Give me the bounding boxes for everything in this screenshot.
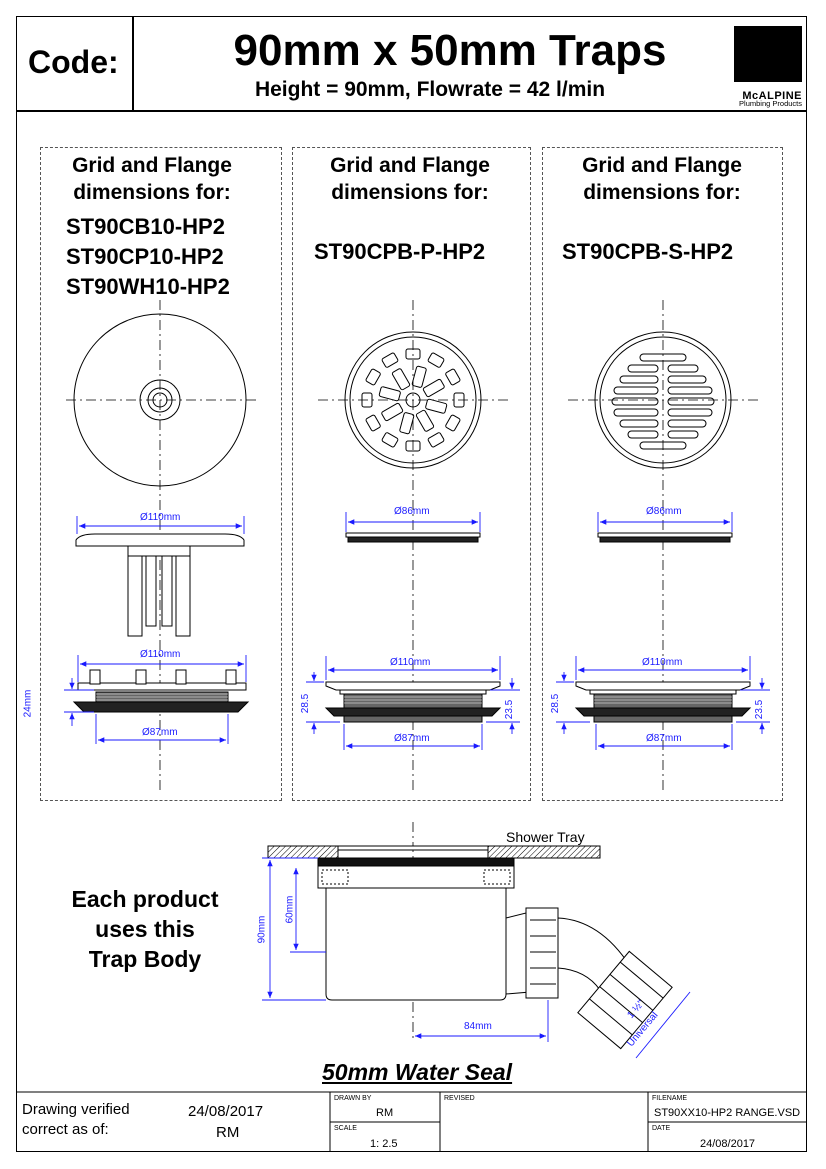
trap-outlet-offset: 84mm	[464, 1021, 492, 1032]
trap-height-inner: 60mm	[284, 895, 296, 924]
panel-3-grid-diameter: Ø86mm	[646, 506, 682, 517]
panel-1-flange-side-view	[72, 669, 250, 713]
panel-1-thread-diameter: Ø87mm	[142, 727, 178, 738]
panel-2-height-left: 28.5	[300, 693, 312, 714]
panel-2-grid-diameter: Ø86mm	[394, 506, 430, 517]
panel-1-code-2: ST90CP10-HP2	[66, 244, 224, 269]
panel-3-height-right: 23.5	[754, 699, 766, 720]
panel-1-height: 24mm	[22, 689, 34, 718]
panel-3-grid-side-view	[597, 532, 733, 543]
panel-1-heading: Grid and Flange dimensions for:	[52, 152, 252, 206]
panel-3-thread-diameter: Ø87mm	[646, 733, 682, 744]
panel-1-heading-line1: Grid and Flange	[72, 154, 232, 177]
panel-2-height-right: 23.5	[504, 699, 516, 720]
panel-2-grid-side-view	[345, 532, 481, 543]
drawn-by-value: RM	[376, 1107, 394, 1119]
brand-logo: McALPINE Plumbing Products	[734, 26, 802, 108]
verified-label-line1: Drawing verified	[22, 1101, 130, 1118]
trap-body-note-line2: uses this	[95, 916, 195, 942]
logo-mark	[734, 26, 802, 82]
panel-2-flange-side-view	[324, 681, 502, 723]
panel-3-flange-diameter: Ø110mm	[642, 657, 683, 668]
panel-1-dimensions	[64, 516, 247, 744]
panel-2-dimensions	[306, 512, 520, 750]
date-value: 24/08/2017	[700, 1138, 756, 1150]
shower-tray-label: Shower Tray	[506, 829, 585, 845]
panel-3	[542, 147, 783, 801]
panel-2-flange-diameter: Ø110mm	[390, 657, 431, 668]
header-divider	[16, 110, 807, 112]
panel-1-code-3: ST90WH10-HP2	[66, 274, 230, 299]
panel-1-heading-line2: dimensions for:	[73, 181, 231, 204]
panel-2-thread-diameter: Ø87mm	[394, 733, 430, 744]
panel-2	[292, 147, 531, 801]
trap-body-note-line1: Each product	[71, 886, 219, 912]
code-divider	[132, 16, 134, 111]
panel-1-grid-side-view	[75, 533, 245, 637]
panel-1-code-1: ST90CB10-HP2	[66, 214, 225, 239]
title-block-lines	[16, 1091, 807, 1152]
filename-value: ST90XX10-HP2 RANGE.VSD	[654, 1107, 801, 1119]
trap-body-note-line3: Trap Body	[88, 946, 202, 972]
trap-body-dimensions	[262, 857, 691, 1059]
revised-label: REVISED	[444, 1095, 475, 1102]
panel-3-heading-line1: Grid and Flange	[582, 154, 742, 177]
date-label: DATE	[652, 1125, 671, 1132]
filename-label: FILENAME	[652, 1095, 688, 1102]
verified-date: 24/08/2017	[188, 1103, 264, 1120]
verified-label-line2: correct as of:	[22, 1121, 109, 1138]
panel-3-code-1: ST90CPB-S-HP2	[562, 239, 734, 264]
drawn-by-label: DRAWN BY	[334, 1095, 372, 1102]
trap-body-drawing	[267, 822, 673, 1050]
drawing-frame	[16, 16, 807, 1152]
logo-brand: McALPINE	[742, 90, 802, 102]
page-subtitle: Height = 90mm, Flowrate = 42 l/min	[254, 78, 606, 101]
verified-by: RM	[216, 1124, 240, 1141]
panel-3-heading-line2: dimensions for:	[583, 181, 741, 204]
panel-1-grid-diameter: Ø110mm	[140, 512, 181, 523]
logo-tagline: Plumbing Products	[739, 99, 802, 108]
panel-2-heading-line1: Grid and Flange	[330, 154, 490, 177]
panel-3-height-left: 28.5	[550, 693, 562, 714]
panel-1	[40, 147, 282, 801]
panel-1-flange-diameter: Ø110mm	[140, 649, 181, 660]
panel-3-flange-side-view	[574, 681, 752, 723]
trap-body-note: Each product uses this Trap Body	[50, 884, 240, 974]
water-seal-label: 50mm Water Seal	[322, 1059, 513, 1085]
panel-2-code-1: ST90CPB-P-HP2	[314, 239, 486, 264]
trap-height-total: 90mm	[256, 915, 268, 944]
scale-value: 1: 2.5	[370, 1138, 398, 1150]
panel-3-heading: Grid and Flange dimensions for:	[562, 152, 762, 206]
page-title: 90mm x 50mm Traps	[233, 26, 667, 75]
scale-label: SCALE	[334, 1125, 357, 1132]
panel-2-heading-line2: dimensions for:	[331, 181, 489, 204]
panel-2-heading: Grid and Flange dimensions for:	[310, 152, 510, 206]
code-label: Code:	[28, 44, 119, 80]
panel-3-dimensions	[556, 512, 770, 750]
